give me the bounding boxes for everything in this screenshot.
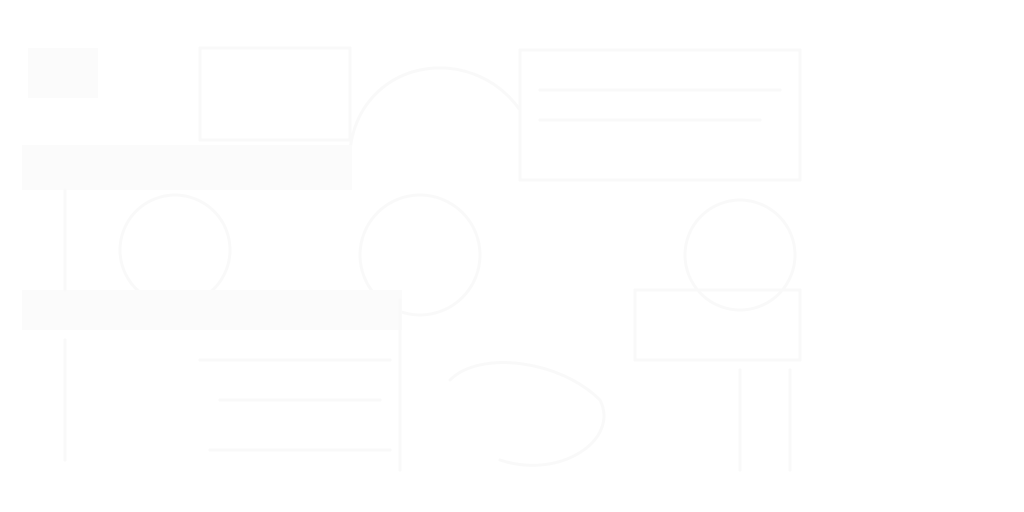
faint-lines <box>198 358 392 452</box>
faint-arc <box>348 66 522 152</box>
faint-vertical <box>738 368 792 472</box>
faint-curve <box>448 361 606 467</box>
faint-circle <box>118 193 232 307</box>
faint-circle <box>358 193 482 317</box>
faint-block <box>28 48 98 98</box>
faint-lines <box>538 88 782 122</box>
faint-circle <box>683 198 797 312</box>
faint-frame <box>633 288 802 362</box>
faint-band <box>22 290 402 330</box>
faint-band <box>22 145 352 190</box>
faint-frame <box>198 46 352 142</box>
faint-panel <box>518 48 802 182</box>
